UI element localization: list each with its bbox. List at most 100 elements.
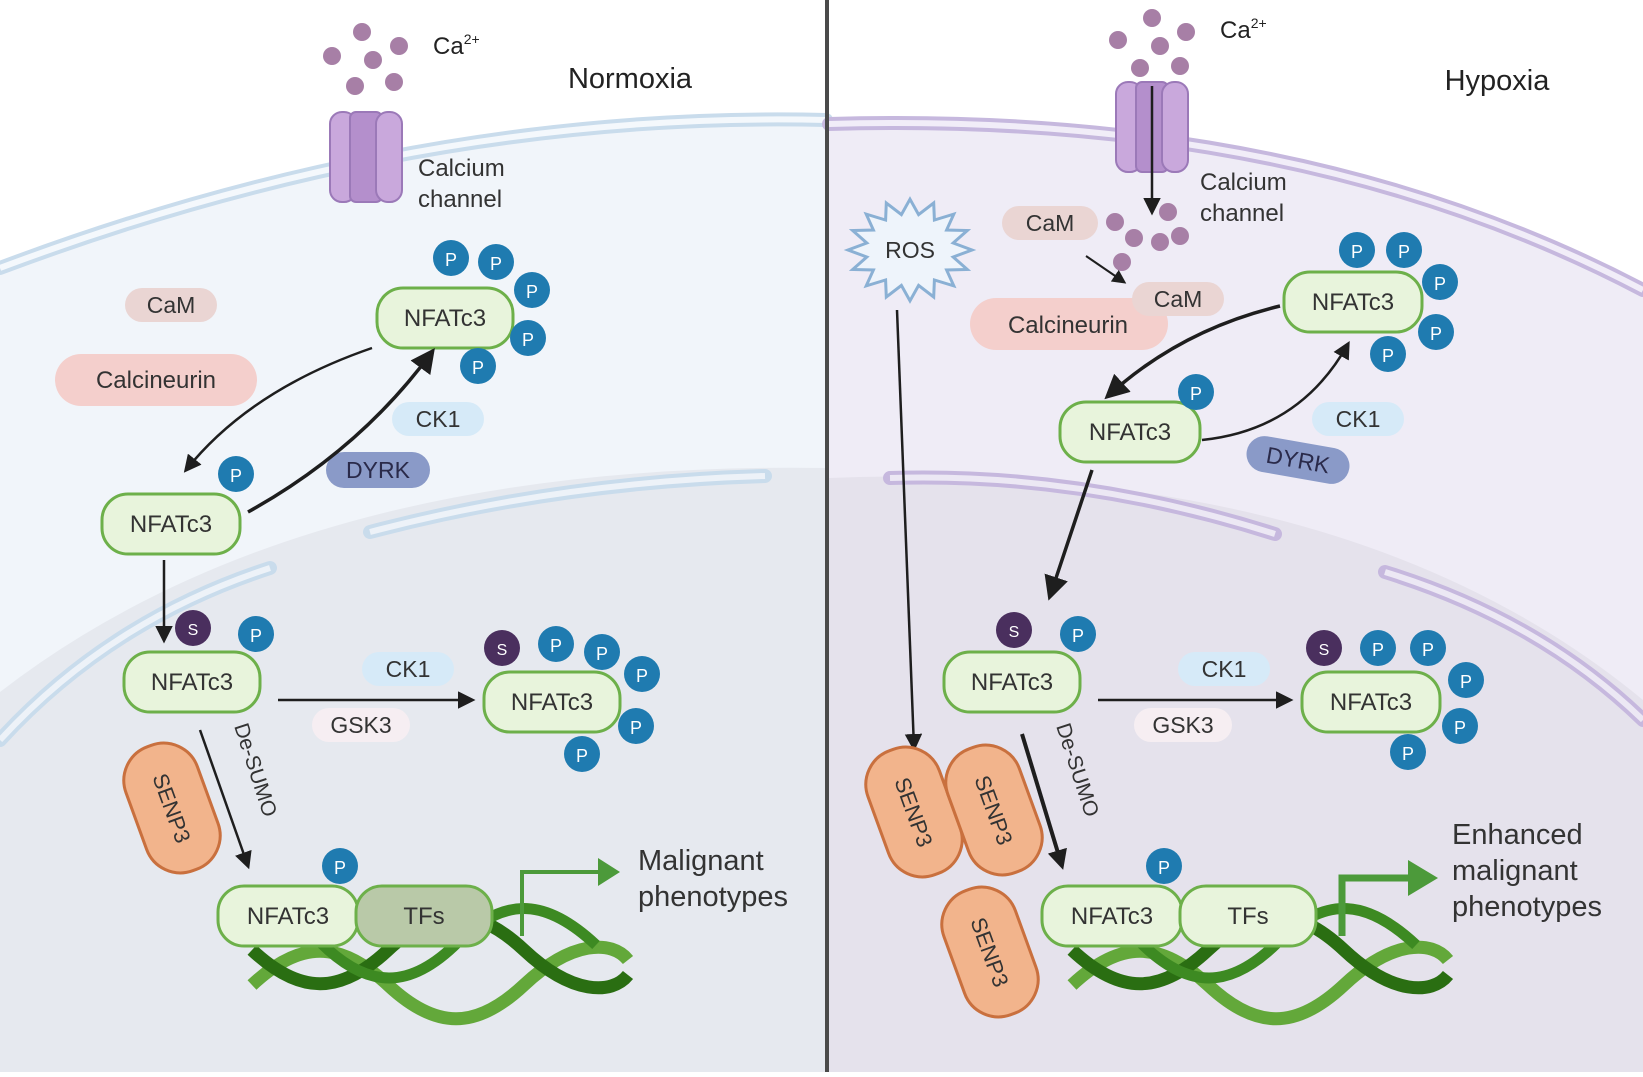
left-channel-label-line2: channel xyxy=(418,186,502,213)
left-nfatc3-exported: NFATc3 xyxy=(482,670,622,734)
svg-text:P: P xyxy=(472,358,484,378)
phosphate-icon: P xyxy=(238,616,274,652)
right-nuclear-import-arrow xyxy=(1044,469,1094,601)
sumo-icon: S xyxy=(175,610,211,646)
nfatc3-label: NFATc3 xyxy=(1071,903,1153,930)
left-desumo-arrow xyxy=(198,729,252,870)
right-outcome-line3: phenotypes xyxy=(1452,891,1602,923)
phosphate-icon: P xyxy=(218,456,254,492)
phosphate-icon: P xyxy=(538,626,574,662)
nfatc3-label: NFATc3 xyxy=(1312,289,1394,316)
left-gsk3-label: GSK3 xyxy=(330,712,391,738)
svg-text:P: P xyxy=(1398,242,1410,262)
phosphate-icon: P xyxy=(1178,374,1214,410)
right-senp3-2: SENP3 xyxy=(944,743,1044,877)
svg-text:P: P xyxy=(1351,242,1363,262)
phosphate-icon: P xyxy=(1339,232,1375,268)
right-phosphorylation-arrow xyxy=(1201,340,1350,442)
left-phospho-group-top: P P P P P xyxy=(433,240,550,384)
right-phospho-group-top: P P P P P xyxy=(1339,232,1458,372)
svg-text:P: P xyxy=(526,282,538,302)
right-nucleus xyxy=(829,476,1643,1073)
svg-text:S: S xyxy=(188,622,199,639)
left-nfatc3-sumoylated: NFATc3 xyxy=(122,650,262,714)
right-intracellular-calcium xyxy=(1106,203,1189,271)
phosphate-icon: P xyxy=(460,348,496,384)
left-calcineurin-pill xyxy=(55,354,257,406)
right-tfs: TFs xyxy=(1178,884,1318,948)
right-ck1-pill xyxy=(1312,402,1404,436)
phosphate-icon: P xyxy=(1418,314,1454,350)
phosphate-icon: P xyxy=(624,656,660,692)
right-desumo-arrow xyxy=(1020,733,1067,870)
left-nfatc3-bound: NFATc3 xyxy=(216,884,360,948)
svg-text:P: P xyxy=(1382,346,1394,366)
svg-text:P: P xyxy=(576,746,588,766)
ros-burst-icon: ROS xyxy=(843,196,977,304)
svg-text:P: P xyxy=(596,644,608,664)
right-cell-membrane xyxy=(822,115,1643,297)
left-nfatc3-hyperphosphorylated: NFATc3 xyxy=(375,286,515,350)
svg-text:P: P xyxy=(636,666,648,686)
svg-text:P: P xyxy=(1402,744,1414,764)
right-outcome-line1: Enhanced xyxy=(1452,819,1583,851)
right-cam-bound-pill xyxy=(1132,282,1224,316)
left-nfatc3-dephosphorylated: NFATc3 xyxy=(100,492,242,556)
svg-text:P: P xyxy=(1190,384,1202,404)
left-senp3: SENP3 xyxy=(122,741,222,875)
nfatc3-label: NFATc3 xyxy=(151,669,233,696)
left-transcription-arrowhead xyxy=(598,858,620,886)
right-calcium-ions xyxy=(1109,9,1195,77)
right-nfatc3-exported: NFATc3 xyxy=(1300,670,1442,734)
svg-text:P: P xyxy=(230,466,242,486)
phosphate-icon: P xyxy=(1422,264,1458,300)
left-cell-membrane xyxy=(0,112,833,275)
right-gsk3-label: GSK3 xyxy=(1152,712,1213,738)
right-channel-label-line1: Calcium xyxy=(1200,169,1287,196)
right-cam-binding-arrow xyxy=(1085,255,1127,284)
phosphate-icon: P xyxy=(584,634,620,670)
svg-text:P: P xyxy=(1072,626,1084,646)
svg-text:P: P xyxy=(490,254,502,274)
svg-text:S: S xyxy=(1009,624,1020,641)
nfatc3-label: NFATc3 xyxy=(130,511,212,538)
svg-text:P: P xyxy=(1434,274,1446,294)
svg-text:P: P xyxy=(334,858,346,878)
right-senp3-1: SENP3 xyxy=(864,745,964,879)
phosphate-icon: P xyxy=(618,708,654,744)
nfatc3-label: NFATc3 xyxy=(971,669,1053,696)
right-cam-free-pill xyxy=(1002,206,1098,240)
tfs-label: TFs xyxy=(1227,903,1268,930)
right-nfatc3-dephosphorylated: NFATc3 xyxy=(1058,400,1202,464)
left-dyrk-pill xyxy=(326,452,430,488)
sumo-icon: S xyxy=(484,630,520,666)
right-dephosphorylation-arrow xyxy=(1104,304,1281,400)
right-transcription-arrow xyxy=(1338,874,1412,936)
right-nfatc3-hyperphosphorylated: NFATc3 xyxy=(1282,270,1424,334)
left-tfs: TFs xyxy=(354,884,494,948)
right-cam-bound-label: CaM xyxy=(1154,286,1203,312)
right-phospho-group-nuclear: P P P P P xyxy=(1360,630,1484,770)
nfatc3-label: NFATc3 xyxy=(511,689,593,716)
svg-text:P: P xyxy=(250,626,262,646)
svg-text:S: S xyxy=(1319,642,1330,659)
tfs-label: TFs xyxy=(403,903,444,930)
left-phospho-group-nuclear: P P P P P xyxy=(538,626,660,772)
left-ca-label: Ca2+ xyxy=(433,31,480,60)
phosphate-icon: P xyxy=(564,736,600,772)
sumo-icon: S xyxy=(1306,630,1342,666)
svg-text:P: P xyxy=(1454,718,1466,738)
phosphate-icon: P xyxy=(1146,848,1182,884)
left-cam-pill xyxy=(125,288,217,322)
right-gsk3-pill xyxy=(1134,708,1232,742)
right-nuclear-ck1-pill xyxy=(1178,652,1270,686)
right-nfatc3-sumoylated: NFATc3 xyxy=(942,650,1082,714)
svg-text:P: P xyxy=(1430,324,1442,344)
svg-text:P: P xyxy=(445,250,457,270)
phosphate-icon: P xyxy=(433,240,469,276)
left-nuclear-ck1-pill xyxy=(362,652,454,686)
left-nuclear-ck1-label: CK1 xyxy=(386,656,431,682)
left-gsk3-pill xyxy=(312,708,410,742)
